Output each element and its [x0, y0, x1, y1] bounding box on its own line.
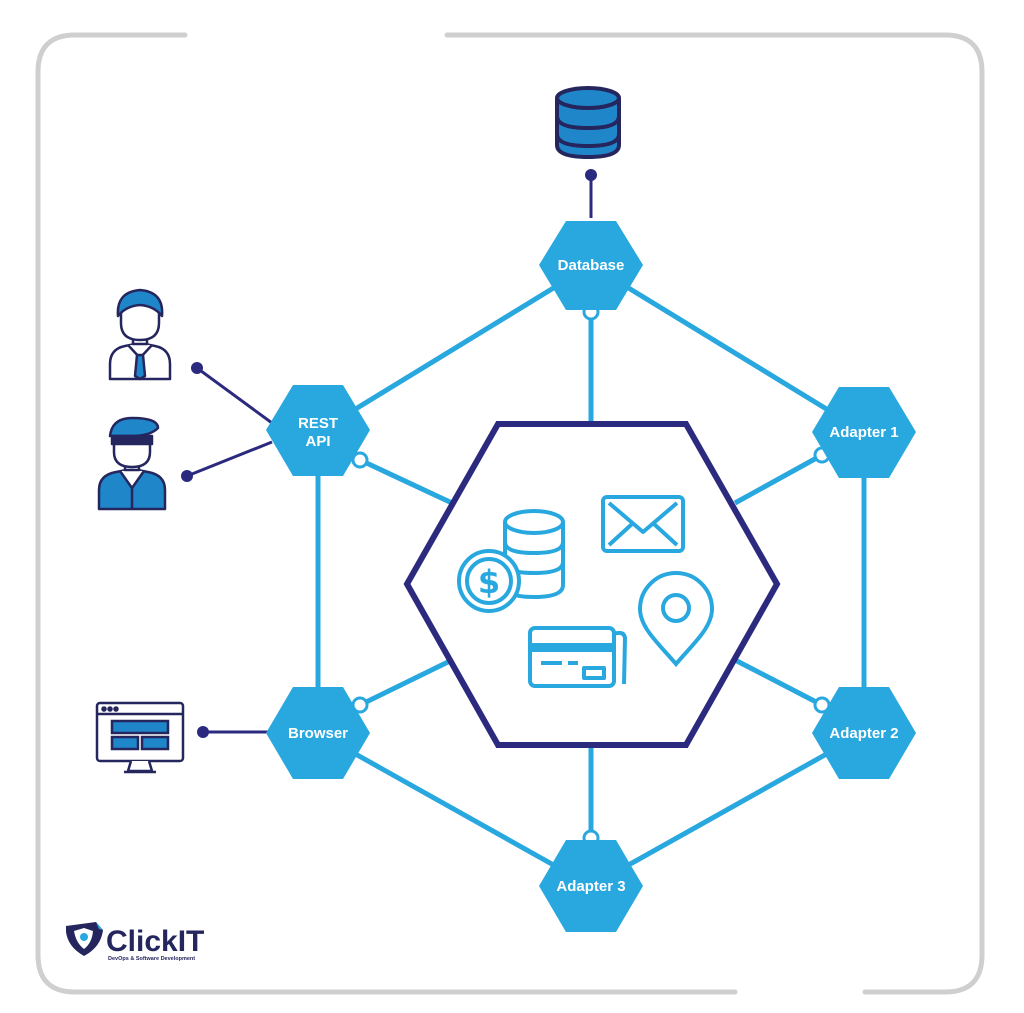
connection-lines [315, 262, 867, 889]
business-user-icon [108, 288, 172, 381]
svg-text:$: $ [478, 563, 500, 601]
logo-shield-icon [66, 922, 103, 956]
database-icon [555, 86, 621, 160]
browser-window-icon [95, 701, 185, 774]
coins-dollar-icon: $ [457, 509, 565, 613]
officer-user-icon [97, 416, 167, 511]
node-label-rest: REST [298, 415, 338, 432]
node-database: Database [539, 221, 643, 310]
node-adapter-1: Adapter 1 [812, 387, 916, 478]
external-connectors [186, 175, 593, 734]
node-label-api: API [305, 433, 330, 450]
logo-name: ClickIT [106, 925, 204, 958]
clickit-logo: ClickIT DevOps & Software Development [66, 922, 204, 962]
frame [35, 32, 985, 995]
logo-tagline: DevOps & Software Development [108, 956, 195, 962]
node-label-browser: Browser [288, 725, 348, 742]
location-pin-icon [637, 571, 715, 668]
node-adapter-3: Adapter 3 [539, 840, 643, 932]
envelope-icon [601, 495, 685, 553]
node-browser: Browser [266, 687, 370, 779]
node-label-database: Database [558, 257, 625, 274]
node-rest-api: REST API [266, 385, 370, 476]
node-label-adapter-3: Adapter 3 [556, 878, 625, 895]
node-adapter-2: Adapter 2 [812, 687, 916, 779]
credit-card-icon [528, 626, 627, 688]
node-label-adapter-2: Adapter 2 [829, 725, 898, 742]
node-label-adapter-1: Adapter 1 [829, 424, 898, 441]
